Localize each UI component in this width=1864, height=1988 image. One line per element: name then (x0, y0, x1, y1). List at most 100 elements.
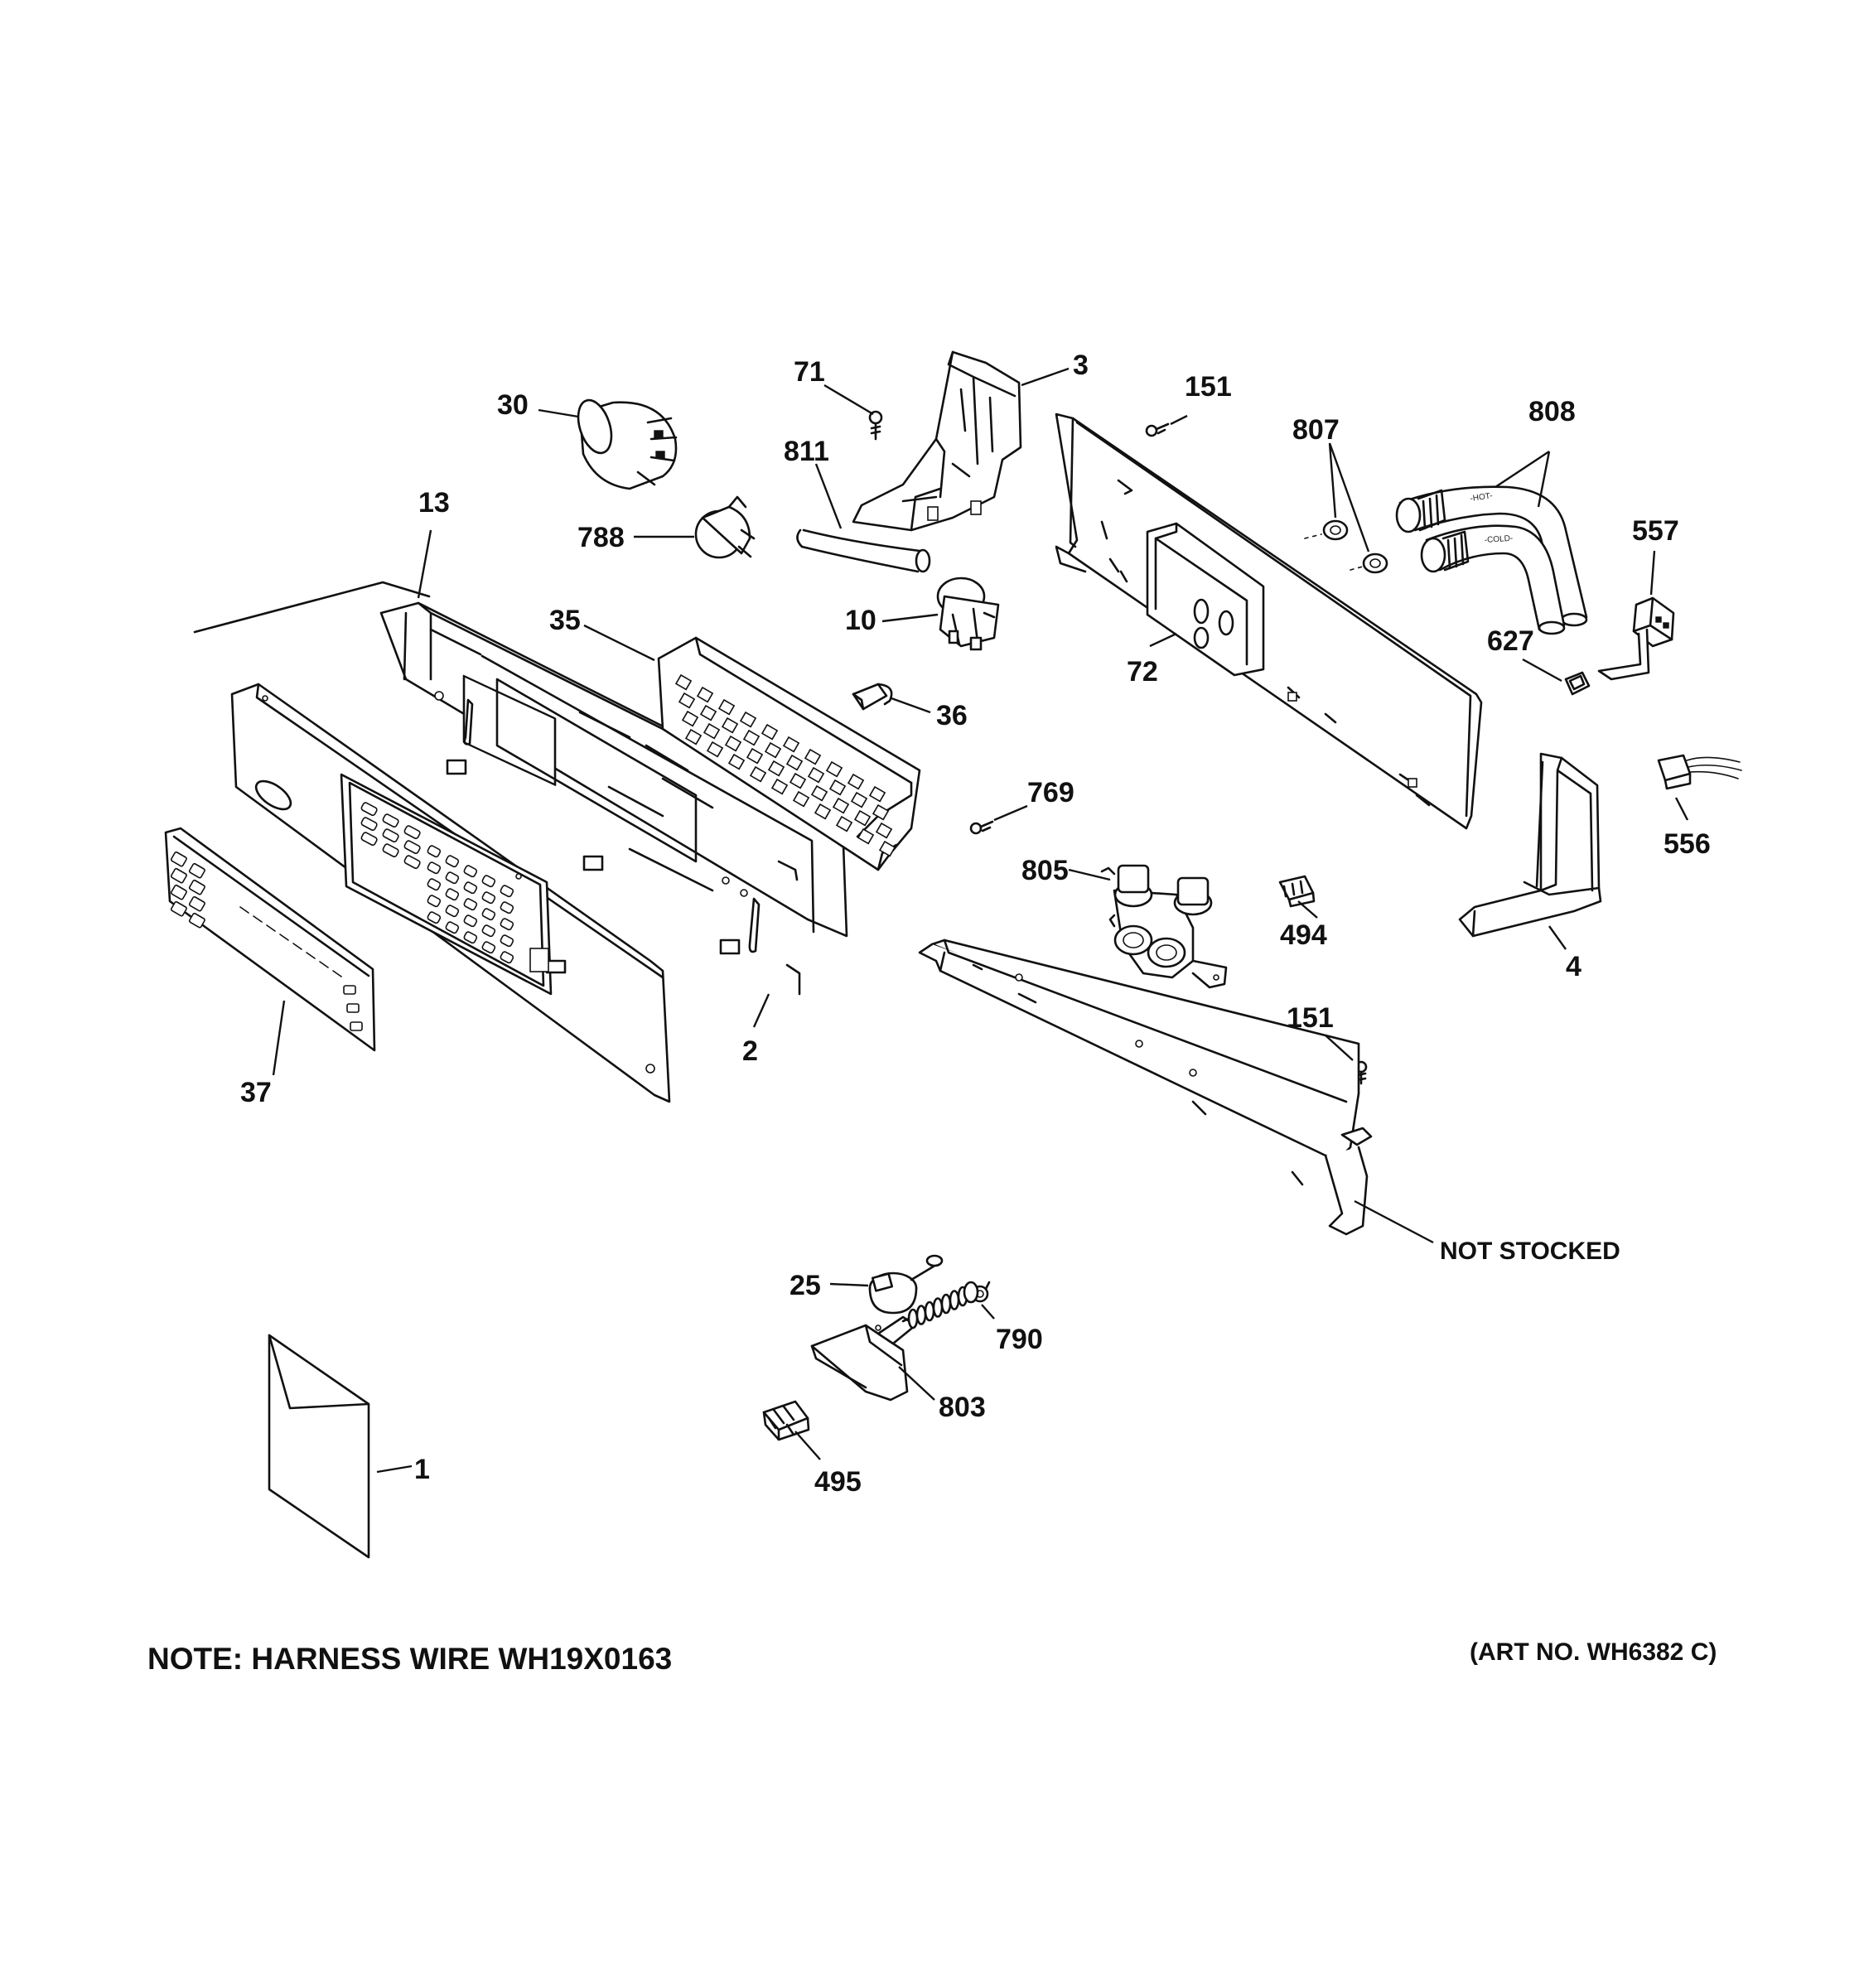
keypad-button (427, 845, 442, 858)
callout-808: 808 (1528, 396, 1576, 427)
callout-30: 30 (497, 389, 529, 421)
part-808-inlet-hoses: -HOT- -COLD- (1395, 485, 1588, 635)
callout-4: 4 (1566, 951, 1582, 982)
callout-13: 13 (418, 487, 450, 519)
keypad-button (481, 875, 496, 888)
part-25-knob (868, 1254, 944, 1315)
overlay-button (170, 867, 187, 884)
keypad-button (360, 832, 378, 847)
harness-note: NOTE: HARNESS WIRE WH19X0163 (147, 1642, 672, 1676)
keypad-button (500, 934, 514, 948)
frame-cell (727, 753, 746, 770)
keypad-button (427, 878, 442, 891)
callout-37: 37 (240, 1077, 272, 1108)
keypad-button (463, 881, 478, 895)
spring-coil (932, 1297, 944, 1318)
callout-not-stocked: NOT STOCKED (1440, 1238, 1620, 1265)
cold-hose-label: -COLD- (1484, 534, 1513, 545)
keypad-button (427, 895, 442, 908)
keypad-button (403, 855, 421, 870)
spring-coil (924, 1300, 935, 1322)
overlay-graphic (279, 934, 289, 941)
keypad-button (427, 861, 442, 875)
part-151-screw-top (1145, 422, 1170, 437)
callout-3: 3 (1073, 350, 1089, 381)
frame-cell (804, 748, 822, 765)
frame-cell (878, 840, 896, 857)
frame-cell (825, 760, 843, 778)
keypad-button (427, 911, 442, 924)
overlay-graphic (332, 970, 342, 977)
keypad-button (445, 921, 460, 934)
frame-cell (721, 717, 739, 734)
frame-cell (868, 785, 886, 803)
callout-790: 790 (996, 1324, 1043, 1355)
part-4-bracket (1458, 752, 1602, 938)
callout-788: 788 (577, 522, 625, 553)
overlay-button (170, 884, 187, 900)
leader-lines (272, 367, 1689, 1474)
frame-cell (717, 698, 736, 716)
part-627-grommet (1564, 671, 1591, 696)
keypad-button (481, 924, 496, 938)
callout-805: 805 (1021, 855, 1069, 886)
overlay-graphic (239, 906, 249, 914)
part-3-bracket (852, 350, 1022, 532)
callout-494: 494 (1280, 919, 1327, 951)
keypad-button (481, 908, 496, 921)
callout-495: 495 (814, 1466, 862, 1498)
frame-cell (764, 741, 782, 759)
keypad-button (445, 905, 460, 918)
overlay-graphic (253, 915, 263, 923)
overlay-button (346, 1003, 360, 1013)
callout-10: 10 (845, 605, 876, 636)
frame-cell (847, 773, 865, 790)
part-495-connector (762, 1400, 810, 1441)
frame-cell (828, 779, 847, 796)
keypad-button (500, 951, 514, 964)
keypad-button (463, 898, 478, 911)
callout-2: 2 (742, 1035, 758, 1067)
callout-627: 627 (1487, 625, 1534, 657)
keypad-button (463, 914, 478, 928)
overlay-graphic (319, 961, 329, 968)
frame-cell (678, 692, 696, 709)
callout-151-lower: 151 (1287, 1002, 1334, 1034)
overlay-button (170, 851, 187, 867)
overlay-button (188, 895, 205, 912)
callout-71: 71 (794, 356, 825, 388)
frame-cell (850, 791, 868, 808)
callout-labels: 30 788 13 35 71 811 3 10 36 2 37 151 807… (240, 350, 1711, 1498)
keypad-button (445, 855, 460, 868)
part-1-literature (268, 1334, 370, 1559)
part-811-hose (796, 528, 931, 573)
overlay-button (170, 900, 187, 917)
part-not-stocked-rail (918, 939, 1373, 1236)
art-number: (ART NO. WH6382 C) (1470, 1638, 1717, 1666)
overlay-button (188, 862, 205, 879)
part-769-screw (969, 820, 994, 835)
part-71-screw (868, 410, 883, 441)
keypad-button (382, 813, 399, 828)
panel-keypad (360, 802, 549, 972)
frame-cell (785, 754, 804, 771)
overlay-button (350, 1021, 363, 1031)
part-35-button-frame (657, 636, 921, 871)
frame-cell (761, 723, 779, 741)
callout-1: 1 (414, 1454, 430, 1485)
callout-803: 803 (939, 1392, 986, 1423)
frame-cell (789, 772, 807, 789)
spring-coil (940, 1293, 952, 1315)
frame-cell (832, 797, 850, 814)
frame-cell (875, 822, 893, 839)
callout-807: 807 (1292, 414, 1340, 446)
part-13-console-housing (193, 581, 848, 996)
callout-25: 25 (790, 1270, 821, 1301)
keypad-button (481, 941, 496, 954)
callout-72: 72 (1127, 656, 1158, 688)
overlay-button (343, 985, 356, 995)
frame-cell (681, 710, 699, 727)
part-805-water-valve (1100, 864, 1228, 989)
callout-556: 556 (1664, 828, 1711, 860)
